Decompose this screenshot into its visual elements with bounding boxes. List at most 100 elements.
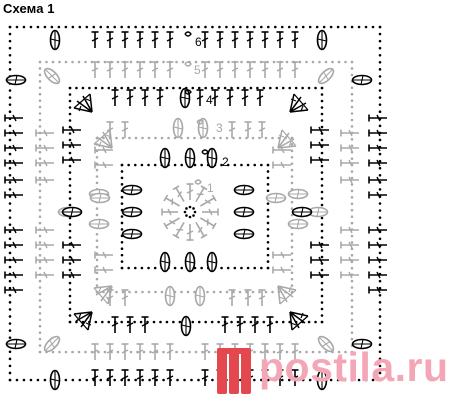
chain-stitch-dot bbox=[287, 25, 291, 29]
chain-stitch-dot bbox=[320, 125, 324, 129]
chain-stitch-dot bbox=[266, 189, 270, 193]
hdc-stitch bbox=[35, 255, 55, 265]
chain-stitch-dot bbox=[38, 170, 42, 173]
hdc-stitch bbox=[340, 225, 360, 235]
chain-stitch-dot bbox=[311, 60, 315, 64]
hdc-stitch bbox=[35, 240, 55, 250]
chain-stitch-dot bbox=[236, 320, 240, 324]
chain-stitch-dot bbox=[140, 163, 144, 167]
hdc-stitch bbox=[368, 240, 388, 250]
slip-stitch-mark bbox=[184, 31, 192, 37]
chain-stitch-dot bbox=[357, 25, 361, 29]
hdc-stitch bbox=[4, 143, 24, 153]
chain-stitch-dot bbox=[101, 86, 104, 90]
dc-stitch bbox=[165, 31, 175, 49]
bobble-stitch bbox=[88, 218, 110, 230]
chain-stitch-dot bbox=[101, 320, 104, 324]
chain-stitch-dot bbox=[287, 378, 291, 382]
chain-stitch-dot bbox=[285, 350, 289, 354]
chain-stitch-dot bbox=[350, 279, 354, 283]
chain-stitch-dot bbox=[322, 25, 326, 29]
dc-stitch bbox=[172, 219, 188, 239]
chain-stitch-dot bbox=[121, 136, 125, 140]
chain-stitch-dot bbox=[218, 25, 221, 29]
chain-stitch-dot bbox=[290, 213, 294, 217]
chain-stitch-dot bbox=[71, 60, 74, 64]
dc-stitch bbox=[165, 369, 175, 387]
dc-stitch bbox=[243, 121, 253, 139]
hdc-stitch bbox=[4, 190, 24, 200]
hdc-stitch bbox=[272, 160, 292, 170]
chain-stitch-dot bbox=[320, 106, 324, 109]
chain-stitch-dot bbox=[8, 46, 12, 50]
chain-stitch-dot bbox=[8, 230, 12, 234]
chain-stitch-dot bbox=[320, 86, 324, 90]
chain-stitch-dot bbox=[266, 215, 270, 218]
bobble-stitch bbox=[265, 192, 287, 204]
chain-stitch-dot bbox=[238, 136, 242, 140]
chain-stitch-dot bbox=[272, 60, 276, 64]
chain-stitch-dot bbox=[301, 25, 305, 29]
chain-stitch-dot bbox=[197, 378, 200, 382]
dc-stitch bbox=[125, 316, 135, 334]
bobble-stitch bbox=[5, 338, 27, 350]
dc-stitch bbox=[161, 207, 179, 217]
chain-stitch-dot bbox=[275, 86, 279, 90]
chain-stitch-dot bbox=[95, 213, 99, 217]
chain-stitch-dot bbox=[378, 173, 382, 177]
chain-stitch-dot bbox=[8, 110, 12, 114]
chain-stitch-dot bbox=[266, 202, 270, 205]
chain-stitch-dot bbox=[84, 350, 87, 354]
chain-stitch-dot bbox=[120, 25, 123, 29]
chain-stitch-dot bbox=[38, 86, 42, 90]
chain-stitch-dot bbox=[115, 290, 118, 294]
chain-stitch-dot bbox=[71, 25, 75, 29]
chain-stitch-dot bbox=[350, 99, 354, 102]
chain-stitch-dot bbox=[127, 378, 130, 382]
chain-stitch-dot bbox=[38, 67, 42, 70]
hdc-stitch bbox=[368, 285, 388, 295]
chain-stitch-dot bbox=[350, 305, 354, 309]
slip-stitch-mark bbox=[184, 89, 192, 95]
chain-stitch-dot bbox=[173, 163, 177, 167]
chain-stitch-dot bbox=[320, 119, 324, 122]
dc-stitch bbox=[140, 316, 150, 334]
chain-stitch-dot bbox=[320, 288, 324, 291]
chain-stitch-dot bbox=[324, 60, 328, 64]
chain-stitch-dot bbox=[350, 138, 354, 141]
chain-stitch-dot bbox=[251, 136, 255, 140]
bobble-stitch bbox=[159, 147, 171, 169]
chain-stitch-dot bbox=[290, 168, 294, 172]
chain-stitch-dot bbox=[95, 239, 99, 242]
bobble-stitch bbox=[41, 65, 63, 87]
round-number-label: 6 bbox=[195, 35, 202, 49]
chain-stitch-dot bbox=[180, 290, 183, 294]
chain-stitch-dot bbox=[8, 32, 12, 36]
dc-stitch bbox=[201, 207, 219, 217]
dc-stitch bbox=[225, 89, 235, 107]
chain-stitch-dot bbox=[173, 266, 177, 270]
chain-stitch-dot bbox=[38, 254, 42, 257]
chain-stitch-dot bbox=[320, 197, 324, 200]
chain-stitch-dot bbox=[193, 163, 197, 167]
chain-stitch-dot bbox=[343, 378, 347, 382]
chain-stitch-dot bbox=[320, 138, 324, 142]
chain-stitch-dot bbox=[378, 75, 382, 78]
chain-stitch-dot bbox=[8, 364, 12, 368]
chain-stitch-dot bbox=[181, 350, 185, 354]
chain-stitch-dot bbox=[350, 60, 354, 64]
dc-stitch bbox=[105, 31, 115, 49]
bobble-stitch bbox=[172, 117, 184, 139]
chain-stitch-dot bbox=[378, 315, 382, 318]
chain-stitch-dot bbox=[38, 247, 42, 251]
chain-stitch-dot bbox=[107, 320, 111, 324]
chain-stitch-dot bbox=[153, 163, 157, 167]
chain-stitch-dot bbox=[71, 350, 74, 354]
chain-stitch-dot bbox=[378, 103, 382, 106]
chain-stitch-dot bbox=[378, 336, 382, 339]
chain-stitch-dot bbox=[68, 275, 72, 278]
chain-stitch-dot bbox=[357, 378, 361, 382]
chain-stitch-dot bbox=[8, 350, 12, 354]
chain-stitch-dot bbox=[194, 60, 198, 64]
dc-stitch bbox=[200, 61, 210, 79]
